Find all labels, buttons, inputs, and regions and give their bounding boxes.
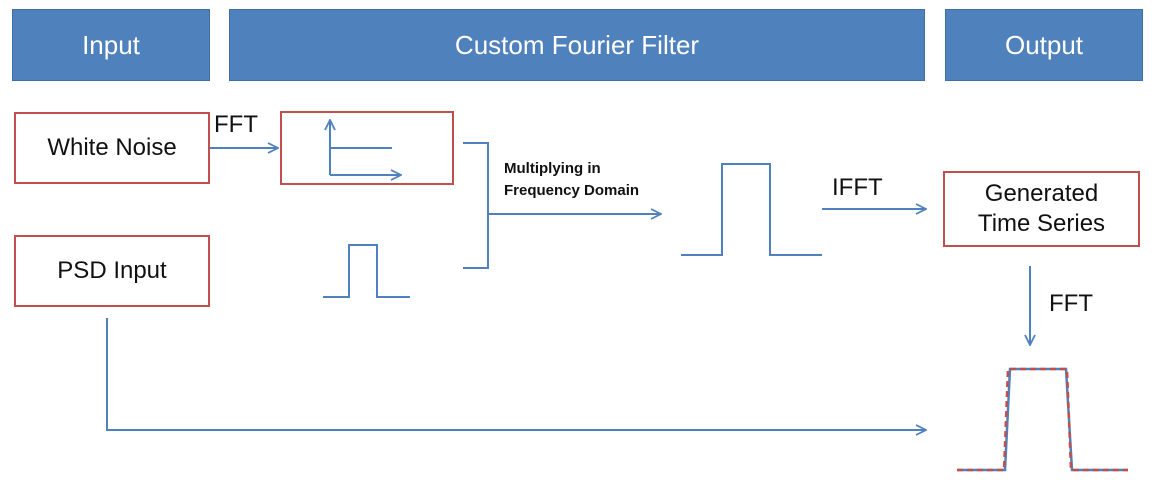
psd-input-box: PSD Input	[14, 235, 210, 307]
header-custom-fourier-filter: Custom Fourier Filter	[229, 9, 925, 81]
header-filter-label: Custom Fourier Filter	[454, 29, 700, 60]
multiplying-label: Multiplying in Frequency Domain	[504, 158, 724, 202]
header-output: Output	[945, 9, 1143, 81]
header-input: Input	[12, 9, 210, 81]
generated-time-series-box: Generated Time Series	[943, 171, 1140, 247]
input-psd-dashed	[957, 367, 1128, 472]
ifft-label: IFFT	[832, 174, 883, 201]
flat-spectrum-icon	[330, 120, 401, 175]
filtered-pulse-shape	[681, 163, 822, 256]
output-spectrum-solid	[957, 367, 1128, 472]
fft-spectrum-box	[280, 111, 454, 185]
psd-pulse-shape	[323, 244, 410, 298]
white-noise-box: White Noise	[14, 112, 210, 184]
generated-label-line2: Time Series	[977, 210, 1106, 237]
fft-label: FFT	[214, 111, 258, 138]
multiplying-label-line2: Frequency Domain	[504, 181, 640, 199]
fft-output-label: FFT	[1049, 290, 1093, 317]
header-input-label: Input	[82, 29, 140, 60]
white-noise-label: White Noise	[47, 134, 177, 161]
header-output-label: Output	[1004, 29, 1084, 60]
generated-label-line1: Generated	[984, 180, 1099, 207]
psd-input-label: PSD Input	[57, 257, 167, 284]
psd-to-output-arrow	[106, 318, 926, 430]
merge-bracket	[463, 142, 489, 269]
multiplying-label-line1: Multiplying in	[504, 160, 601, 177]
